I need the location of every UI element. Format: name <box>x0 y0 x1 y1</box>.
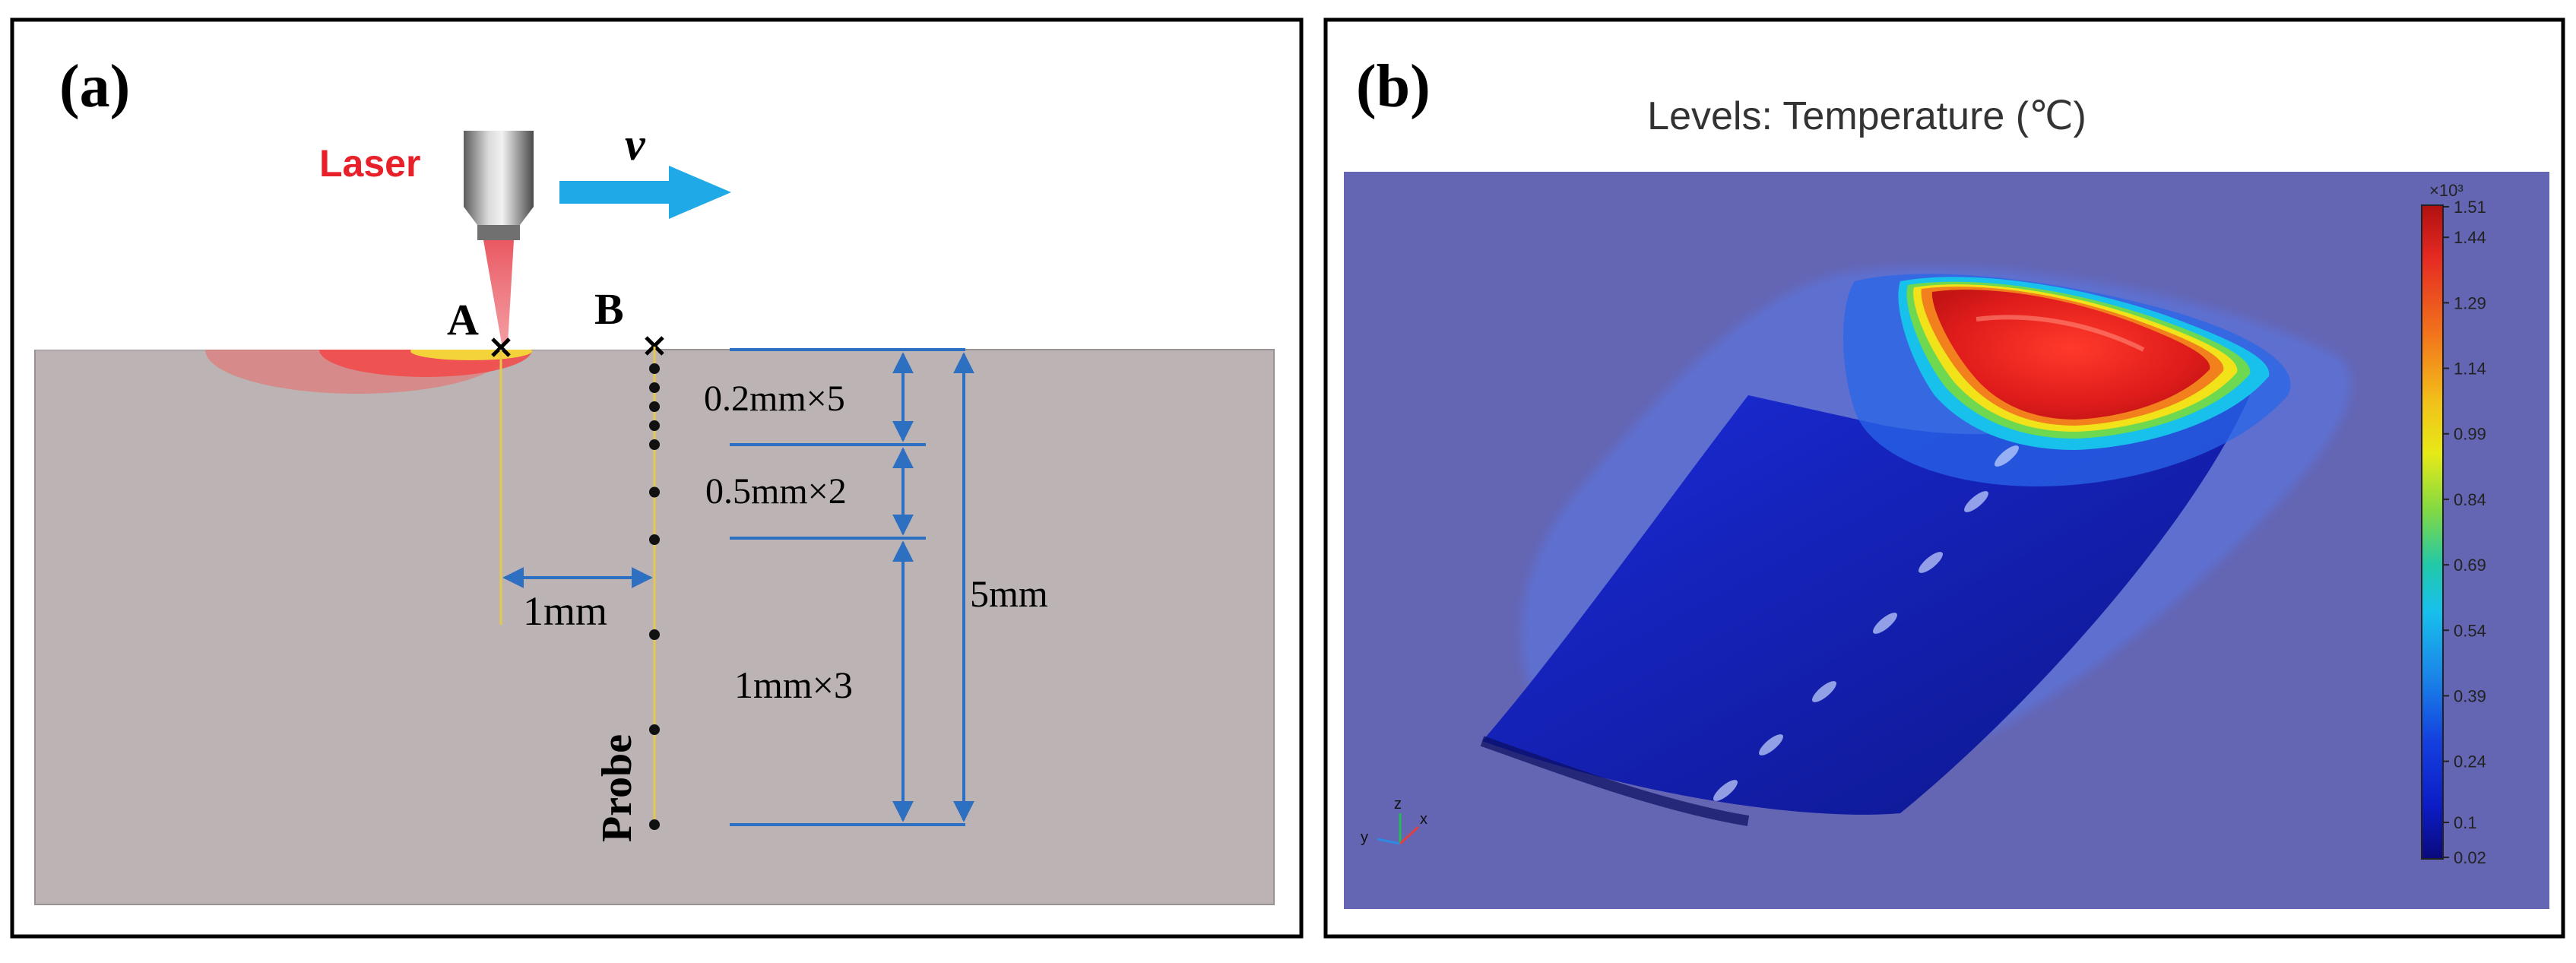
track-glint <box>1713 780 1738 801</box>
probe-point <box>649 363 660 374</box>
segment-3-label: 1mm×3 <box>734 664 853 706</box>
colorbar-tick-label: 0.1 <box>2454 813 2477 832</box>
probe-point <box>649 629 660 640</box>
probe-point <box>649 401 660 412</box>
colorbar-tick-label: 1.14 <box>2454 360 2486 379</box>
panel-b: (b) Levels: Temperature (℃) ×10³ 1.51 1.4… <box>1323 17 2565 939</box>
colorbar-tick-label: 1.29 <box>2454 293 2486 312</box>
probe-points <box>649 363 660 830</box>
velocity-label: v <box>625 119 646 169</box>
point-a-label: A <box>447 295 479 344</box>
panel-b-title: Levels: Temperature (℃) <box>1647 94 2086 138</box>
panel-b-label: (b) <box>1356 53 1431 120</box>
track-edge <box>1480 736 1750 826</box>
laser-nozzle <box>464 131 534 240</box>
colorbar-ticks: 1.51 1.44 1.29 1.14 0.99 0.84 0.69 0.54 0.39 0.24… <box>2443 198 2486 867</box>
segment-1-label: 0.2mm×5 <box>704 379 845 419</box>
probe-label: Probe <box>594 734 641 842</box>
probe-point <box>649 486 660 498</box>
point-a-marker <box>491 337 511 357</box>
axis-y-label: y <box>1361 829 1368 846</box>
colorbar-tick-label: 0.24 <box>2454 752 2486 771</box>
segment-2-label: 0.5mm×2 <box>705 471 847 512</box>
offset-label: 1mm <box>523 588 607 634</box>
panel-a-label: (a) <box>59 53 130 120</box>
colorbar <box>2421 204 2444 860</box>
colorbar-tick-label: 0.99 <box>2454 425 2486 444</box>
probe-point <box>649 724 660 735</box>
colorbar-tick-label: 0.84 <box>2454 490 2486 509</box>
point-b-label: B <box>594 284 624 334</box>
dimension-lines <box>730 348 965 826</box>
colorbar-tick-label: 0.54 <box>2454 621 2486 640</box>
colorbar-tick-label: 1.51 <box>2454 198 2486 217</box>
colorbar-tick-label: 1.44 <box>2454 228 2486 247</box>
probe-point <box>649 382 660 393</box>
probe-point <box>649 439 660 450</box>
scan-track <box>1482 395 2250 815</box>
track-glint <box>1759 734 1783 756</box>
track-glint <box>1873 613 1897 634</box>
probe-point <box>649 534 660 545</box>
track-glint <box>1964 491 1988 512</box>
axis-x-label: x <box>1420 811 1427 828</box>
velocity-arrow <box>559 166 731 219</box>
melt-pool-hot <box>1931 290 2210 420</box>
point-b-marker <box>645 336 664 356</box>
panel-a: (a) Laser v A B <box>10 17 1304 939</box>
segment-arrows <box>892 352 974 822</box>
track-glint <box>1919 552 1943 573</box>
probe-point <box>649 420 660 431</box>
track-glint <box>1812 681 1836 702</box>
colorbar-exponent: ×10³ <box>2429 181 2464 200</box>
track-glint <box>1995 445 2019 467</box>
axis-z-label: z <box>1394 796 1402 813</box>
colorbar-tick-label: 0.39 <box>2454 686 2486 705</box>
melt-pool-highlight <box>1976 315 2145 352</box>
laser-label: Laser <box>319 142 420 185</box>
total-depth-label: 5mm <box>970 572 1048 615</box>
colorbar-tick-label: 0.02 <box>2454 848 2486 867</box>
axis-triad: z y x <box>1361 796 1427 846</box>
laser-beam <box>483 240 514 344</box>
probe-point <box>649 819 660 830</box>
track-glints <box>1713 445 2019 801</box>
colorbar-tick-label: 0.69 <box>2454 556 2486 575</box>
